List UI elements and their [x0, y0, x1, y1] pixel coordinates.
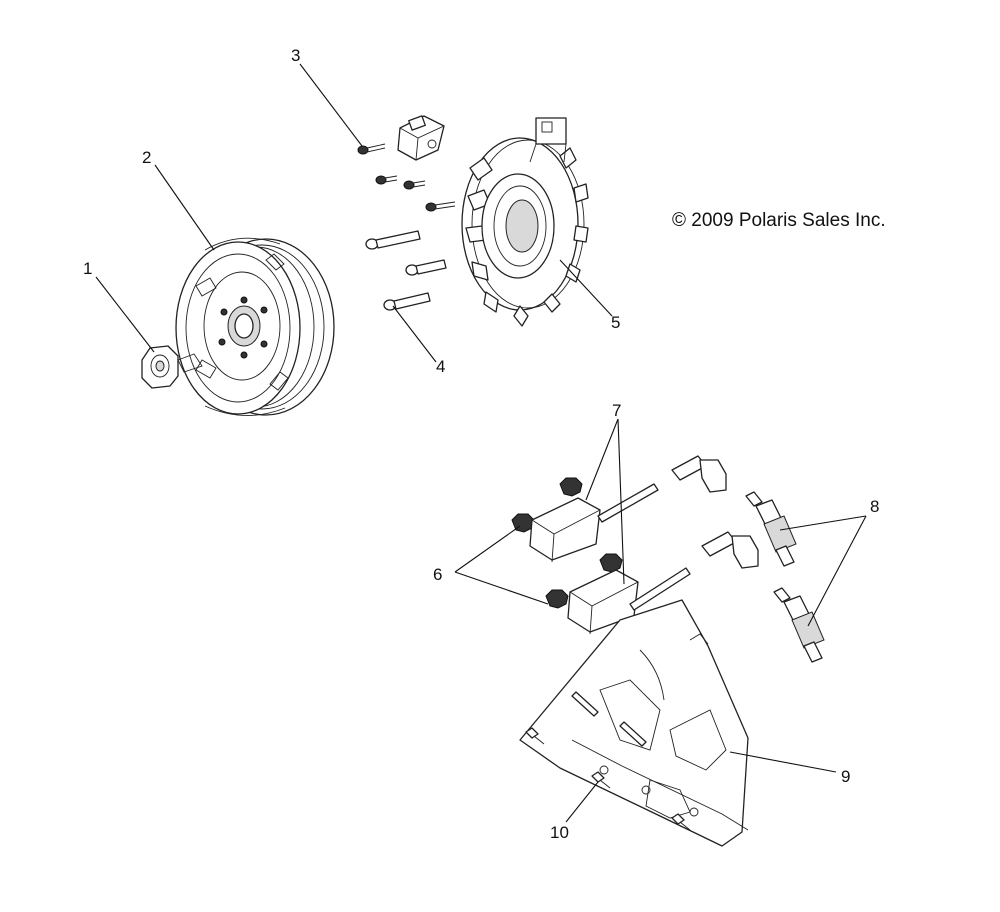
callout-2: 2	[142, 148, 151, 167]
coil-bracket	[519, 599, 749, 847]
callout-3: 3	[291, 46, 300, 65]
sensor-screws	[357, 143, 426, 190]
copyright-text: © 2009 Polaris Sales Inc.	[672, 210, 886, 231]
bracket-screws	[525, 727, 691, 831]
callout-1: 1	[83, 259, 92, 278]
stator	[461, 117, 589, 327]
leader-lines	[95, 63, 867, 823]
callout-5: 5	[611, 313, 620, 332]
spark-plugs	[745, 491, 825, 663]
callout-labels: 1 2 3 4 5 6 7 8 9 10	[83, 46, 879, 842]
ignition-coils	[529, 455, 759, 635]
stator-bolts	[365, 201, 456, 311]
callout-9: 9	[841, 767, 850, 786]
callout-8: 8	[870, 497, 879, 516]
callout-4: 4	[436, 357, 445, 376]
flywheel	[175, 237, 335, 416]
callout-6: 6	[433, 565, 442, 584]
sensor	[397, 115, 445, 161]
callout-10: 10	[550, 823, 569, 842]
callout-7: 7	[612, 401, 621, 420]
flywheel-nut	[141, 345, 203, 389]
